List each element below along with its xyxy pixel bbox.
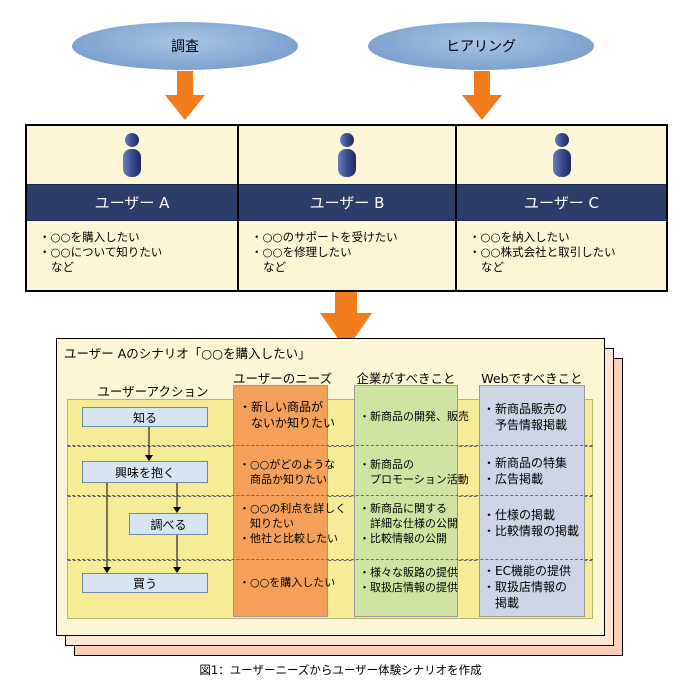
web-cell: ・仕様の掲載・比較情報の掲載 [483,508,580,538]
company-cell: ・新商品の プロモーション活動 [359,458,469,486]
action-research: 調べる [129,513,208,535]
needs-cell: ・○○を購入したい [239,576,336,589]
user-c-needs: ・○○を納入したい ・○○株式会社と取引したい など [469,230,616,275]
action-interest: 興味を抱く [82,461,208,483]
action-know: 知る [82,407,208,427]
web-cell: ・新商品販売の 予告情報掲載 [483,402,568,432]
web-column [479,385,585,617]
research-ellipse: 調査 [72,22,298,70]
user-b-bar: ユーザー B [239,184,455,221]
user-a-bar: ユーザー A [27,184,237,221]
user-b-needs: ・○○のサポートを受けたい ・○○を修理したい など [251,230,398,275]
action-label: 知る [132,410,157,425]
user-column-b: ユーザー B ・○○のサポートを受けたい ・○○を修理したい など [237,126,455,290]
need-line: など [51,260,74,274]
company-cell: ・新商品に関する 詳細な仕様の公開・比較情報の公開 [359,502,458,545]
action-label: 調べる [150,517,187,532]
company-column [354,385,458,617]
row-separator [67,445,593,446]
figure-caption: 図1：ユーザーニーズからユーザー体験シナリオを作成 [199,663,482,677]
user-c-name: ユーザー C [524,194,599,212]
needs-cell: ・新しい商品が ないか知りたい [239,400,336,430]
need-line: ・○○について知りたい [39,245,163,259]
need-line: ・○○のサポートを受けたい [251,230,398,244]
row-separator [67,495,593,496]
need-line: ・○○株式会社と取引したい [469,245,616,259]
web-cell: ・EC機能の提供・取扱店情報の 掲載 [483,564,571,610]
need-line: など [481,260,504,274]
scenario-card: ユーザー Aのシナリオ「○○を購入したい」 ユーザーアクション ユーザーのニーズ… [56,338,605,636]
needs-cell: ・○○がどのような 商品か知りたい [239,458,336,486]
action-label: 興味を抱く [114,465,175,480]
arrow-down-icon [165,71,205,120]
research-label: 調査 [171,39,199,55]
header-needs: ユーザーのニーズ [233,371,333,386]
needs-cell: ・○○の利点を詳しく 知りたい・他社と比較したい [239,502,347,545]
user-column-c: ユーザー C ・○○を納入したい ・○○株式会社と取引したい など [455,126,666,290]
arrow-down-icon [462,71,502,120]
company-cell: ・様々な販路の提供・取扱店情報の提供 [359,566,458,594]
action-label: 買う [132,576,157,591]
person-icon [553,133,571,177]
person-icon [123,133,141,177]
need-line: ・○○を購入したい [39,230,140,244]
arrow-down-icon [320,273,372,350]
need-line: ・○○を納入したい [469,230,570,244]
row-separator [68,496,592,497]
scenario-title: ユーザー Aのシナリオ「○○を購入したい」 [64,346,311,361]
arrows-layer [165,71,502,350]
user-a-needs: ・○○を購入したい ・○○について知りたい など [39,230,162,275]
user-panel: ユーザー A ・○○を購入したい ・○○について知りたい など ユーザー B ・… [25,124,668,292]
needs-column [233,385,328,617]
hearing-ellipse: ヒアリング [368,22,594,70]
need-line: など [263,260,286,274]
row-separator [67,559,593,560]
user-c-bar: ユーザー C [457,184,666,221]
row-separator [68,560,592,561]
action-buy: 買う [82,573,208,593]
user-a-name: ユーザー A [94,194,170,212]
web-cell: ・新商品の特集・広告掲載 [483,456,568,486]
action-flow-arrows [103,427,181,573]
header-company: 企業がすべきこと [356,371,456,386]
hearing-label: ヒアリング [446,39,516,55]
user-column-a: ユーザー A ・○○を購入したい ・○○について知りたい など [27,126,237,290]
row-separator [68,446,592,447]
need-line: ・○○を修理したい [251,245,352,259]
company-cell: ・新商品の開発、販売 [359,410,469,423]
user-b-name: ユーザー B [309,194,385,212]
header-web: Webですべきこと [481,371,583,386]
person-icon [338,133,356,177]
header-actions: ユーザーアクション [97,384,209,399]
